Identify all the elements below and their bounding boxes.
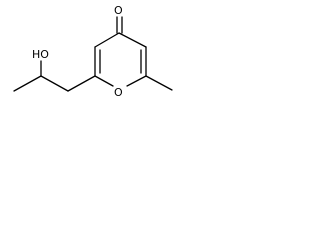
structure-diagram: O O HO bbox=[13, 4, 173, 99]
pyranone-ring bbox=[94, 32, 147, 87]
bond-c2-o1 bbox=[94, 75, 114, 87]
bond-c4-c3 bbox=[94, 32, 120, 48]
bond-c4-c5 bbox=[118, 32, 147, 48]
carbonyl-oxygen-label: O bbox=[114, 4, 123, 17]
bond-ch2-choh bbox=[40, 75, 69, 92]
bond-o1-c6 bbox=[126, 75, 147, 87]
ring-oxygen-label: O bbox=[114, 86, 123, 99]
bond-choh-ch3 bbox=[13, 75, 42, 92]
hydroxyl-label: HO bbox=[32, 48, 49, 61]
hydroxypropyl-chain: HO bbox=[13, 48, 96, 92]
molecule-canvas: O O HO bbox=[0, 0, 214, 137]
bond-c2-ch2 bbox=[67, 75, 96, 92]
bond-c6-methyl bbox=[145, 75, 173, 91]
carbonyl-group: O bbox=[114, 4, 123, 34]
